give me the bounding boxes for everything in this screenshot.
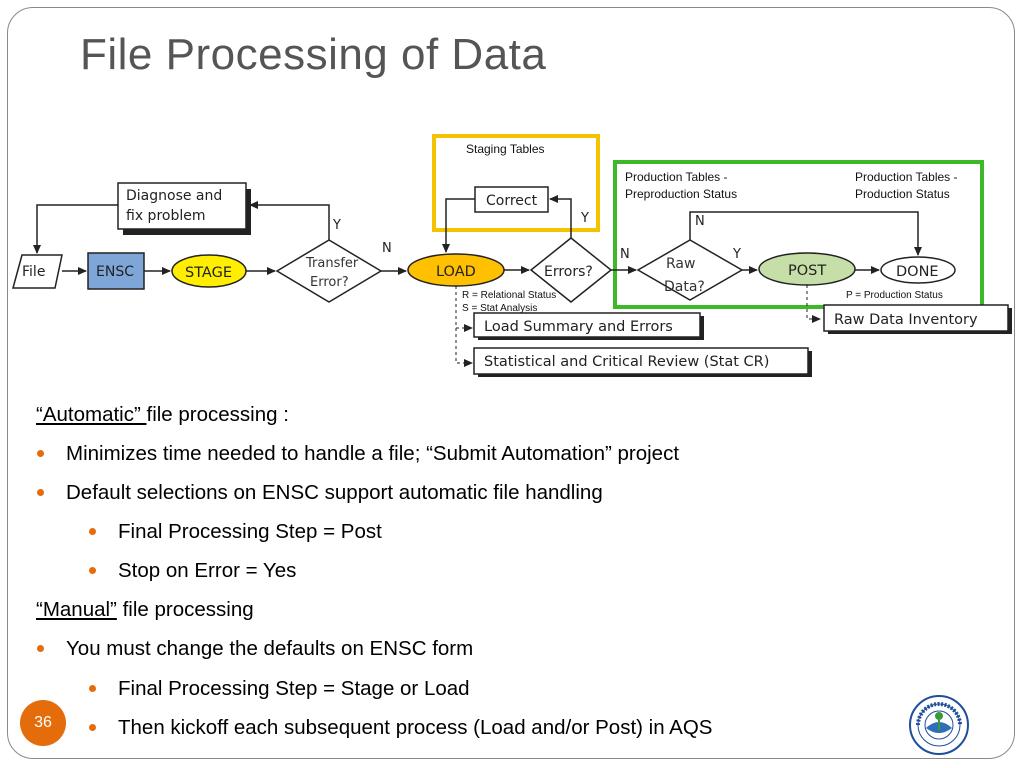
- note-relational: R = Relational Status: [462, 290, 556, 301]
- arrow-transfer-diagnose: [249, 201, 330, 240]
- diagnose-text-2: fix problem: [126, 208, 205, 224]
- correct-node: [474, 186, 549, 213]
- epa-seal-icon: [909, 695, 969, 755]
- done-label: DONE: [896, 264, 939, 280]
- auto-bullet-2a: Final Processing Step = Post: [118, 520, 382, 543]
- note-production: P = Production Status: [846, 290, 943, 301]
- prod-label-1: Production Tables -: [855, 170, 958, 184]
- errors-label: Errors?: [544, 264, 593, 280]
- raw-inventory-label: Raw Data Inventory: [834, 312, 978, 328]
- raw-label-2: Data?: [664, 279, 705, 295]
- bullet-dot: [37, 645, 44, 652]
- label-y-raw: Y: [732, 247, 741, 262]
- dashed-stat-cr: [455, 328, 473, 367]
- manual-bullet-1b: Then kickoff each subsequent process (Lo…: [118, 716, 713, 739]
- page-title: File Processing of Data: [80, 30, 547, 79]
- file-label: File: [22, 264, 45, 280]
- ensc-node: [87, 252, 145, 290]
- flow-diagram: Staging Tables Production Tables - Prepr…: [12, 134, 1012, 377]
- manual-bullet-1a: Final Processing Step = Stage or Load: [118, 677, 470, 700]
- ensc-label: ENSC: [96, 264, 134, 280]
- transfer-label-2: Error?: [310, 275, 349, 290]
- label-n-transfer: N: [382, 241, 392, 256]
- load-label: LOAD: [436, 264, 476, 280]
- raw-inventory-box: [823, 304, 1009, 332]
- slide-frame: [7, 7, 1015, 759]
- diagnose-text-1: Diagnose and: [126, 188, 222, 204]
- auto-bullet-1: Minimizes time needed to handle a file; …: [66, 442, 680, 465]
- automatic-heading-underlined: “Automatic”: [36, 403, 147, 426]
- bullet-dot: [89, 528, 96, 535]
- raw-data-decision: [636, 239, 744, 301]
- bullet-dot: [89, 567, 96, 574]
- diagnose-box: [117, 182, 247, 230]
- bullet-dot: [37, 489, 44, 496]
- post-label: POST: [788, 263, 826, 279]
- manual-heading: “Manual” file processing: [36, 598, 254, 622]
- errors-decision: [529, 237, 613, 303]
- done-node: [880, 256, 956, 284]
- arrow-diagnose-file: [33, 204, 118, 254]
- stat-cr-box: [473, 347, 809, 375]
- staging-tables-box: [432, 134, 600, 232]
- transfer-label-1: Transfer: [305, 256, 359, 271]
- auto-bullet-2b: Stop on Error = Yes: [118, 559, 297, 582]
- arrow-raw-done: [689, 211, 922, 256]
- arrow-errors-correct: [549, 195, 572, 238]
- dashed-raw-inventory: [806, 285, 821, 323]
- prod-pre-label-2: Preproduction Status: [625, 187, 737, 201]
- stat-cr-label: Statistical and Critical Review (Stat CR…: [484, 354, 769, 370]
- transfer-error-decision: [275, 239, 383, 303]
- note-stat: S = Stat Analysis: [462, 303, 537, 314]
- raw-label-1: Raw: [666, 256, 695, 272]
- label-n-raw: N: [695, 214, 705, 229]
- automatic-heading: “Automatic” file processing :: [36, 403, 289, 427]
- page-number-badge: 36: [20, 700, 66, 746]
- production-tables-box: [613, 160, 984, 309]
- load-summary-box: [473, 312, 701, 338]
- manual-bullet-1: You must change the defaults on ENSC for…: [66, 637, 474, 660]
- bullet-dot: [89, 724, 96, 731]
- prod-pre-label-1: Production Tables -: [625, 170, 728, 184]
- prod-label-2: Production Status: [855, 187, 950, 201]
- bullet-dot: [37, 450, 44, 457]
- bullet-dot: [89, 685, 96, 692]
- label-n-errors: N: [620, 247, 630, 262]
- manual-heading-rest: file processing: [116, 598, 254, 621]
- correct-label: Correct: [486, 193, 538, 209]
- label-y-transfer: Y: [332, 218, 341, 233]
- stage-label: STAGE: [185, 265, 232, 281]
- auto-bullet-2: Default selections on ENSC support autom…: [66, 481, 603, 504]
- staging-tables-label: Staging Tables: [466, 142, 545, 156]
- load-summary-label: Load Summary and Errors: [484, 319, 673, 335]
- manual-heading-underlined: “Manual”: [36, 598, 117, 621]
- arrow-correct-load: [442, 198, 475, 253]
- automatic-heading-rest: file processing :: [146, 403, 289, 426]
- file-node: [12, 254, 63, 289]
- label-y-errors: Y: [580, 211, 589, 226]
